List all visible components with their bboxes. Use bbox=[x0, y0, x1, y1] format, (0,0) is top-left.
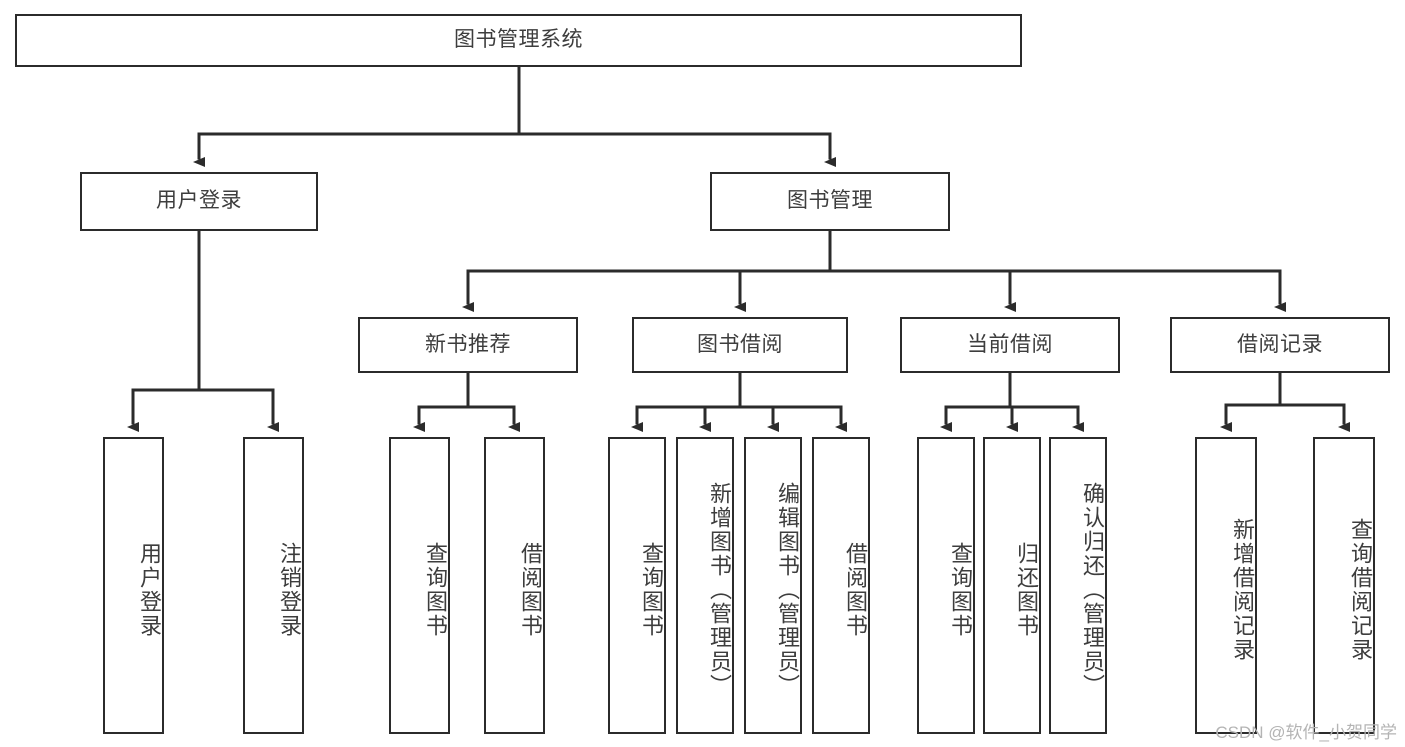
leaf-add-borrow-record[interactable]: 新增借阅记录 bbox=[1195, 437, 1257, 734]
leaf-query-book-1-label: 查询图书 bbox=[423, 541, 448, 638]
leaf-query-borrow-record-label: 查询借阅记录 bbox=[1348, 517, 1373, 662]
leaf-query-book-2[interactable]: 查询图书 bbox=[608, 437, 666, 734]
leaf-return-book-label: 归还图书 bbox=[1014, 541, 1039, 638]
leaf-query-book-3[interactable]: 查询图书 bbox=[917, 437, 975, 734]
leaf-confirm-return-label: 确认归还（管理员） bbox=[1080, 481, 1105, 698]
node-root-system-label: 图书管理系统 bbox=[454, 28, 583, 52]
node-new-book-recommend[interactable]: 新书推荐 bbox=[358, 317, 578, 373]
leaf-user-login[interactable]: 用户登录 bbox=[103, 437, 164, 734]
node-book-borrow-label: 图书借阅 bbox=[697, 332, 783, 356]
leaf-query-book-2-label: 查询图书 bbox=[639, 541, 664, 638]
leaf-logout-login[interactable]: 注销登录 bbox=[243, 437, 304, 734]
node-borrow-record-label: 借阅记录 bbox=[1237, 332, 1323, 356]
node-user-login[interactable]: 用户登录 bbox=[80, 172, 318, 231]
leaf-borrow-book-1[interactable]: 借阅图书 bbox=[484, 437, 545, 734]
node-current-borrow-label: 当前借阅 bbox=[967, 332, 1053, 356]
node-book-management[interactable]: 图书管理 bbox=[710, 172, 950, 231]
csdn-watermark: CSDN @软件_小贺同学 bbox=[1215, 723, 1397, 742]
node-book-borrow[interactable]: 图书借阅 bbox=[632, 317, 848, 373]
leaf-edit-book-label: 编辑图书（管理员） bbox=[775, 481, 800, 698]
leaf-return-book[interactable]: 归还图书 bbox=[983, 437, 1041, 734]
leaf-add-book-label: 新增图书（管理员） bbox=[707, 481, 732, 698]
leaf-query-borrow-record[interactable]: 查询借阅记录 bbox=[1313, 437, 1375, 734]
node-root-system[interactable]: 图书管理系统 bbox=[15, 14, 1022, 67]
node-borrow-record[interactable]: 借阅记录 bbox=[1170, 317, 1390, 373]
node-new-book-recommend-label: 新书推荐 bbox=[425, 332, 511, 356]
leaf-borrow-book-2[interactable]: 借阅图书 bbox=[812, 437, 870, 734]
leaf-query-book-1[interactable]: 查询图书 bbox=[389, 437, 450, 734]
leaf-user-login-label: 用户登录 bbox=[137, 541, 162, 638]
node-user-login-label: 用户登录 bbox=[156, 189, 242, 213]
leaf-query-book-3-label: 查询图书 bbox=[948, 541, 973, 638]
leaf-confirm-return[interactable]: 确认归还（管理员） bbox=[1049, 437, 1107, 734]
leaf-borrow-book-1-label: 借阅图书 bbox=[518, 541, 543, 638]
node-book-management-label: 图书管理 bbox=[787, 189, 873, 213]
leaf-borrow-book-2-label: 借阅图书 bbox=[843, 541, 868, 638]
leaf-add-borrow-record-label: 新增借阅记录 bbox=[1230, 517, 1255, 662]
leaf-add-book[interactable]: 新增图书（管理员） bbox=[676, 437, 734, 734]
node-current-borrow[interactable]: 当前借阅 bbox=[900, 317, 1120, 373]
leaf-edit-book[interactable]: 编辑图书（管理员） bbox=[744, 437, 802, 734]
leaf-logout-login-label: 注销登录 bbox=[277, 541, 302, 638]
